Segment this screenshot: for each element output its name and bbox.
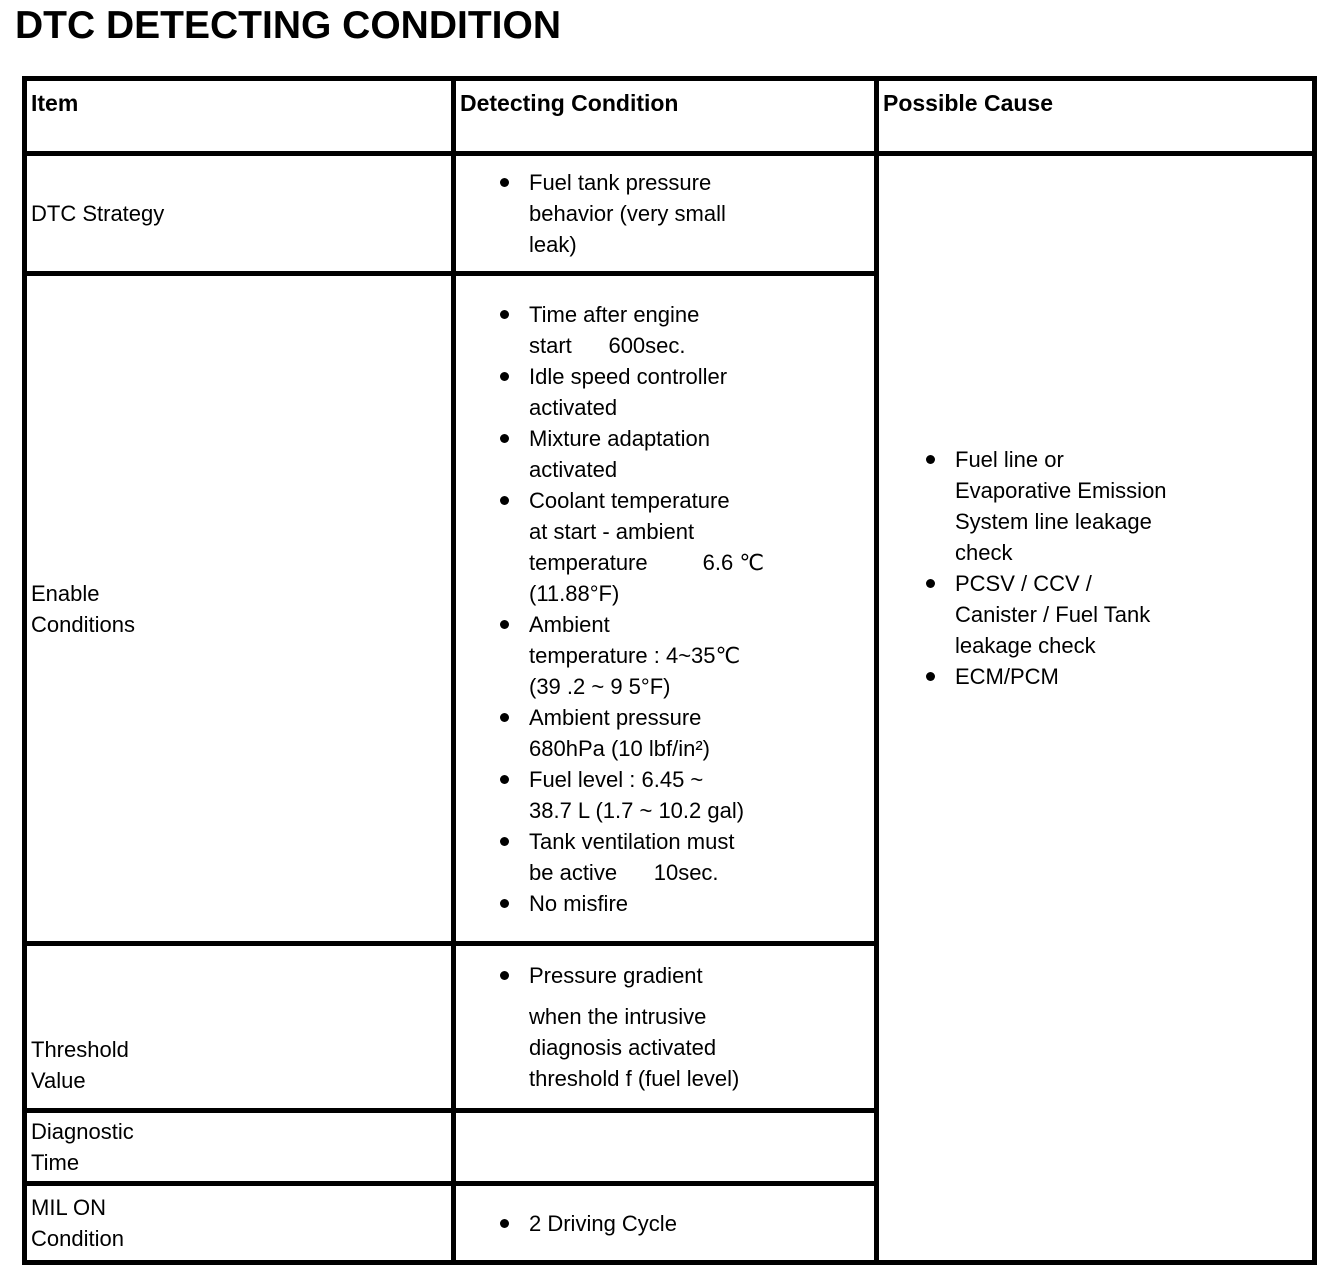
bullet-item: Time after engine start 600sec.	[459, 299, 872, 361]
detecting-condition-cell-enable-conditions: Time after engine start 600sec.Idle spee…	[451, 271, 879, 946]
table-row-dtc-strategy: DTC Strategy Fuel tank pressure behavior …	[22, 151, 1317, 1265]
dtc-detecting-condition-table: Item Detecting Condition Possible Cause …	[22, 76, 1317, 1265]
bullet-text: Time after engine start 600sec.	[529, 301, 700, 358]
table-row-mil-on-condition: MIL ON Condition 2 Driving Cycle	[22, 1181, 1315, 1265]
table-row-threshold-value: Threshold Value Pressure gradient when the…	[22, 941, 1315, 1113]
detecting-condition-cell-dtc-strategy: Fuel tank pressure behavior (very small …	[451, 151, 879, 276]
bullet-dot-icon	[500, 309, 509, 319]
item-label-diagnostic-time: Diagnostic Time	[22, 1108, 456, 1186]
bullet-dot-icon	[926, 455, 935, 464]
bullet-item: Idle speed controller activated	[459, 361, 872, 423]
bullet-dot-icon	[500, 712, 509, 722]
bullet-text: Coolant temperature at start - ambient t…	[529, 487, 765, 606]
bullet-dot-icon	[500, 1218, 509, 1228]
bullet-text: Ambient pressure 680hPa (10 lbf/in²)	[529, 704, 710, 761]
possible-cause-cell: Fuel line or Evaporative Emission System…	[874, 151, 1317, 1265]
bullet-item: Ambient pressure 680hPa (10 lbf/in²)	[459, 702, 872, 764]
bullet-text: Fuel tank pressure behavior (very small …	[529, 170, 726, 257]
detecting-condition-cell-mil-on-condition: 2 Driving Cycle	[451, 1181, 879, 1265]
bullet-text: Idle speed controller activated	[529, 363, 728, 420]
bullet-item: Tank ventilation must be active 10sec.	[459, 826, 872, 888]
bullet-dot-icon	[500, 774, 509, 784]
detecting-condition-cell-threshold-value: Pressure gradient when the intrusive diag…	[451, 941, 879, 1113]
bullet-text: Fuel line or Evaporative Emission System…	[955, 447, 1167, 565]
bullet-text: 2 Driving Cycle	[529, 1210, 677, 1236]
bullet-dot-icon	[500, 433, 509, 443]
bullet-text: No misfire	[529, 890, 629, 916]
bullet-text: PCSV / CCV / Canister / Fuel Tank leakag…	[955, 571, 1151, 658]
table-row-diagnostic-time: Diagnostic Time	[22, 1108, 1315, 1186]
bullet-item: 2 Driving Cycle	[459, 1208, 872, 1239]
column-header-possible-cause: Possible Cause	[874, 76, 1317, 156]
table-header-row: Item Detecting Condition Possible Cause	[22, 76, 1317, 156]
bullet-item: ECM/PCM	[884, 661, 1310, 692]
bullet-text: Ambient temperature : 4~35℃ (39 .2 ~ 9 5…	[529, 611, 741, 699]
bullet-dot-icon	[500, 371, 509, 381]
bullet-dot-icon	[500, 836, 509, 846]
item-label-mil-on-condition: MIL ON Condition	[22, 1181, 456, 1265]
bullet-item: Fuel tank pressure behavior (very small …	[459, 167, 872, 260]
bullet-dot-icon	[926, 579, 935, 588]
bullet-dot-icon	[500, 971, 509, 980]
page-title: DTC DETECTING CONDITION	[15, 4, 561, 47]
bullet-item: Mixture adaptation activated	[459, 423, 872, 485]
bullet-paragraph: when the intrusive diagnosis activated t…	[529, 1004, 740, 1091]
bullet-dot-icon	[500, 898, 509, 908]
bullet-dot-icon	[926, 672, 935, 681]
bullet-text: Mixture adaptation activated	[529, 425, 710, 482]
item-label-enable-conditions: Enable Conditions	[22, 271, 456, 946]
detecting-condition-cell-diagnostic-time	[451, 1108, 879, 1186]
column-header-item: Item	[22, 76, 456, 156]
bullet-item: Fuel level : 6.45 ~ 38.7 L (1.7 ~ 10.2 g…	[459, 764, 872, 826]
bullet-item: Fuel line or Evaporative Emission System…	[884, 444, 1310, 568]
bullet-item: PCSV / CCV / Canister / Fuel Tank leakag…	[884, 568, 1310, 661]
item-label-threshold-value: Threshold Value	[22, 941, 456, 1113]
column-header-detecting-condition: Detecting Condition	[451, 76, 879, 156]
bullet-item: Coolant temperature at start - ambient t…	[459, 485, 872, 609]
bullet-text: Tank ventilation must be active 10sec.	[529, 828, 735, 885]
item-label-dtc-strategy: DTC Strategy	[22, 151, 456, 276]
bullet-text: ECM/PCM	[955, 664, 1059, 689]
bullet-item: No misfire	[459, 888, 872, 919]
bullet-text: Pressure gradient	[529, 963, 703, 988]
bullet-dot-icon	[500, 495, 509, 505]
bullet-text: Fuel level : 6.45 ~ 38.7 L (1.7 ~ 10.2 g…	[529, 766, 745, 823]
bullet-dot-icon	[500, 178, 509, 187]
bullet-item: Ambient temperature : 4~35℃ (39 .2 ~ 9 5…	[459, 609, 872, 702]
bullet-dot-icon	[500, 619, 509, 629]
bullet-item: Pressure gradient	[459, 960, 872, 991]
